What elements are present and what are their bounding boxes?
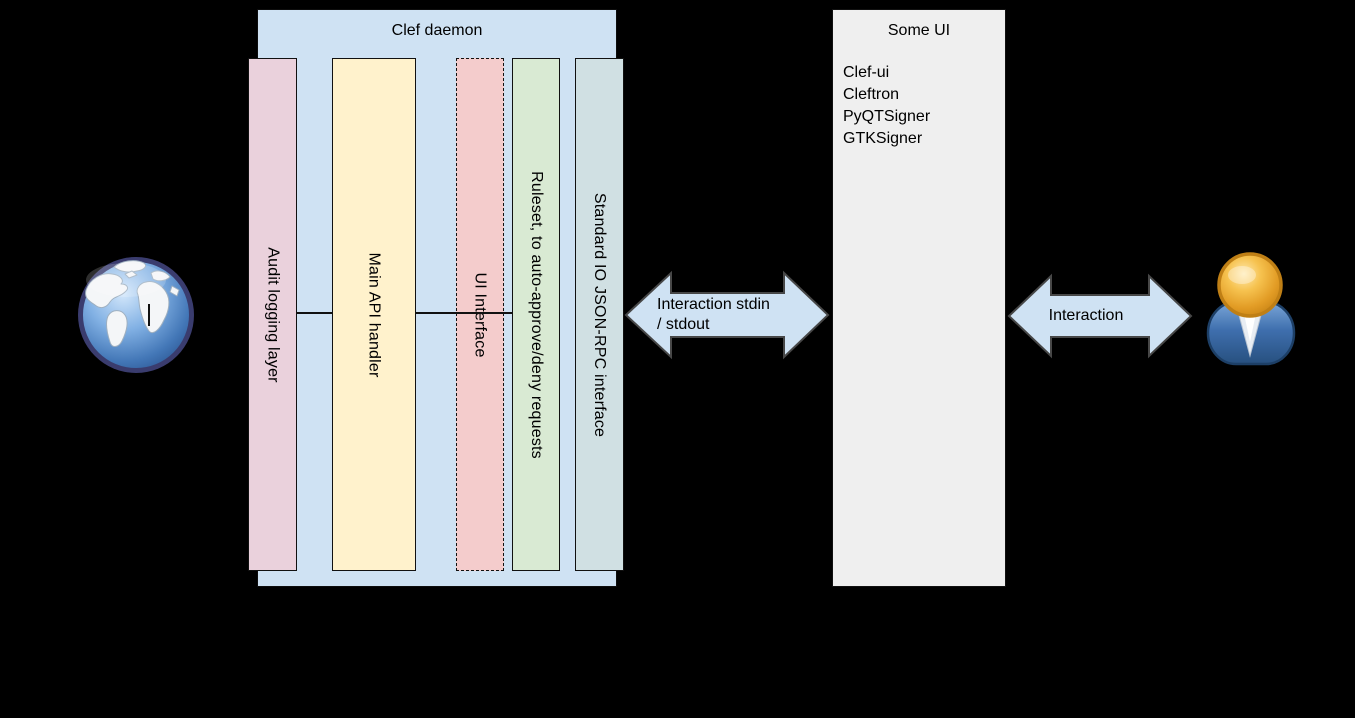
arrow-label: Interaction [1007,306,1165,326]
clef-daemon-title: Clef daemon [391,22,483,39]
bar-stdio-jsonrpc-interface: Standard IO JSON-RPC interface [575,58,624,571]
bar-label: Main API handler [366,251,383,378]
arrow-daemon-to-ui: Interaction stdin / stdout [624,270,830,360]
list-item: GTKSigner [843,130,923,147]
arrow-label: Interaction stdin / stdout [657,295,770,335]
arrow-label-line: Interaction [1048,307,1124,324]
bar-ruleset: Ruleset, to auto-approve/deny requests [512,58,560,571]
double-arrow-shape [1007,273,1193,359]
list-item: Cleftron [843,86,900,103]
some-ui-list: Clef-ui Cleftron PyQTSigner GTKSigner [843,62,1005,150]
bar-audit-logging-layer: Audit logging layer [248,58,297,571]
user-icon [1206,252,1296,366]
arrow-ui-to-user: Interaction [1007,272,1193,360]
some-ui-box: Some UI Clef-ui Cleftron PyQTSigner GTKS… [832,9,1006,587]
list-item: Clef-ui [843,64,890,81]
arrow-label-line: / stdout [657,316,710,333]
bar-label: Standard IO JSON-RPC interface [591,192,609,437]
bar-main-api-handler: Main API handler [332,58,416,571]
bar-ui-interface: UI Interface [456,58,504,571]
bar-label: UI Interface [472,271,490,358]
globe-icon [78,257,194,373]
bar-label: Ruleset, to auto-approve/deny requests [528,170,545,459]
some-ui-title: Some UI [887,22,951,39]
connector-line-api-to-ruleset [416,312,513,314]
list-item: PyQTSigner [843,108,931,125]
globe-connector-line [148,304,150,326]
connector-line-audit-to-api [297,312,333,314]
double-arrow-shape [624,270,830,360]
arrow-label-line: Interaction stdin [657,296,770,313]
clef-daemon-box: Clef daemon [257,9,617,587]
bar-label: Audit logging layer [264,246,282,383]
